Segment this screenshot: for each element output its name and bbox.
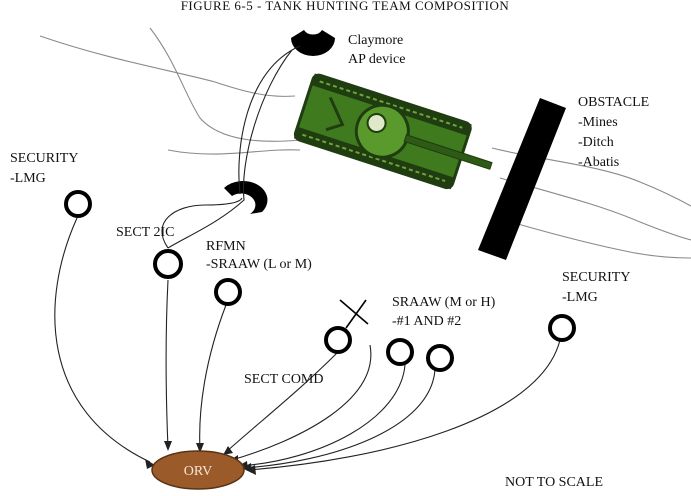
obstacle-item-ditch: -Ditch	[578, 135, 614, 150]
claymore-label-line1: Claymore	[348, 33, 403, 48]
claymore-mine-icon	[291, 30, 335, 56]
sraaw-title: SRAAW (M or H)	[392, 295, 496, 310]
security-right-position	[548, 314, 576, 342]
orv-rally-point: ORV	[151, 450, 245, 490]
rfmn-title: RFMN	[206, 239, 246, 254]
security-right-weapon: -LMG	[562, 290, 598, 305]
claymore-mine-icon	[224, 180, 268, 214]
security-left-title: SECURITY	[10, 151, 78, 166]
sraaw-2-position	[426, 344, 454, 372]
sect-comd-position	[324, 326, 352, 354]
rfmn-weapon: -SRAAW (L or M)	[206, 257, 312, 272]
enemy-tank-icon	[293, 73, 493, 190]
obstacle-item-mines: -Mines	[578, 115, 618, 130]
claymore-label-line2: AP device	[348, 52, 405, 67]
soldier-positions	[64, 190, 576, 372]
obstacle-title: OBSTACLE	[578, 95, 649, 110]
obstacle-barrier	[478, 98, 566, 260]
sraaw-1-position	[386, 338, 414, 366]
figure-title: FIGURE 6-5 - TANK HUNTING TEAM COMPOSITI…	[181, 0, 510, 13]
sect-2ic-label: SECT 2IC	[116, 225, 174, 240]
security-right-title: SECURITY	[562, 270, 630, 285]
sect-2ic-position	[153, 249, 183, 279]
sraaw-members: -#1 AND #2	[392, 314, 461, 329]
sect-comd-label: SECT COMD	[244, 372, 323, 387]
cross-marker-icon	[339, 299, 369, 329]
rfmn-position	[214, 278, 242, 306]
route-arrowheads	[145, 441, 256, 475]
withdrawal-routes	[54, 45, 561, 471]
security-left-position	[64, 190, 92, 218]
orv-label: ORV	[184, 464, 212, 479]
obstacle-item-abatis: -Abatis	[578, 155, 619, 170]
security-left-weapon: -LMG	[10, 171, 46, 186]
not-to-scale-label: NOT TO SCALE	[505, 475, 603, 490]
